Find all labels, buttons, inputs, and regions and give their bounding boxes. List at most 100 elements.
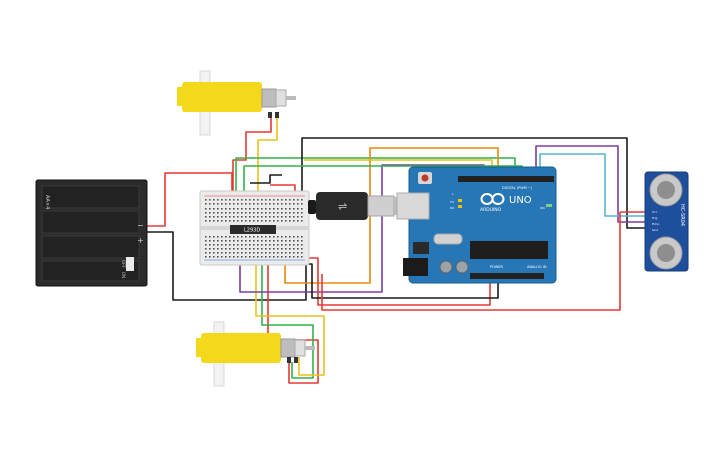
breadboard-hole[interactable] [277,216,279,218]
breadboard-hole[interactable] [233,216,235,218]
breadboard-hole[interactable] [277,203,279,205]
l293d-chip[interactable] [230,225,276,234]
breadboard-hole[interactable] [257,208,259,210]
breadboard-hole[interactable] [233,244,235,246]
breadboard-hole[interactable] [285,236,287,238]
breadboard-hole[interactable] [285,208,287,210]
breadboard-hole[interactable] [285,240,287,242]
breadboard-hole[interactable] [245,248,247,250]
breadboard-hole[interactable] [253,220,255,222]
breadboard-hole[interactable] [297,236,299,238]
breadboard-hole[interactable] [213,252,215,254]
breadboard-hole[interactable] [265,248,267,250]
breadboard-hole[interactable] [205,248,207,250]
breadboard-hole[interactable] [217,256,219,258]
wire-red-battery[interactable] [140,172,233,227]
breadboard-hole[interactable] [237,248,239,250]
breadboard-hole[interactable] [269,256,271,258]
breadboard-hole[interactable] [269,203,271,205]
breadboard-hole[interactable] [281,252,283,254]
breadboard-hole[interactable] [293,216,295,218]
wire-red-motor-bottom[interactable] [267,262,319,384]
breadboard-hole[interactable] [241,220,243,222]
breadboard-hole[interactable] [301,208,303,210]
breadboard-hole[interactable] [277,248,279,250]
breadboard-hole[interactable] [229,236,231,238]
breadboard-hole[interactable] [241,199,243,201]
breadboard-hole[interactable] [257,203,259,205]
breadboard-hole[interactable] [285,199,287,201]
breadboard-hole[interactable] [213,208,215,210]
ultrasonic-sensor[interactable]: HC-SR04 Vcc Trig Echo Gnd [644,171,689,272]
breadboard-hole[interactable] [253,252,255,254]
breadboard[interactable]: L293D [199,190,310,266]
breadboard-hole[interactable] [273,199,275,201]
breadboard-hole[interactable] [209,220,211,222]
breadboard-hole[interactable] [213,216,215,218]
wire-red-motor-top[interactable] [232,117,272,200]
breadboard-hole[interactable] [225,236,227,238]
breadboard-hole[interactable] [253,212,255,214]
breadboard-hole[interactable] [257,236,259,238]
breadboard-hole[interactable] [205,252,207,254]
breadboard-hole[interactable] [281,203,283,205]
breadboard-hole[interactable] [245,203,247,205]
breadboard-hole[interactable] [217,248,219,250]
breadboard-hole[interactable] [237,203,239,205]
breadboard-hole[interactable] [249,236,251,238]
breadboard-hole[interactable] [297,212,299,214]
breadboard-hole[interactable] [297,203,299,205]
breadboard-hole[interactable] [241,252,243,254]
breadboard-hole[interactable] [261,220,263,222]
breadboard-hole[interactable] [293,248,295,250]
breadboard-hole[interactable] [225,256,227,258]
breadboard-hole[interactable] [209,212,211,214]
breadboard-hole[interactable] [289,236,291,238]
breadboard-hole[interactable] [245,208,247,210]
breadboard-hole[interactable] [245,212,247,214]
breadboard-hole[interactable] [285,203,287,205]
breadboard-hole[interactable] [221,220,223,222]
wire-black-mid[interactable] [250,174,282,184]
breadboard-hole[interactable] [249,212,251,214]
breadboard-hole[interactable] [297,208,299,210]
breadboard-hole[interactable] [261,236,263,238]
breadboard-hole[interactable] [217,199,219,201]
breadboard-hole[interactable] [261,216,263,218]
breadboard-hole[interactable] [273,208,275,210]
breadboard-hole[interactable] [269,212,271,214]
breadboard-hole[interactable] [245,240,247,242]
breadboard-hole[interactable] [225,248,227,250]
breadboard-hole[interactable] [225,203,227,205]
breadboard-hole[interactable] [249,208,251,210]
breadboard-hole[interactable] [233,220,235,222]
breadboard-hole[interactable] [277,199,279,201]
breadboard-hole[interactable] [233,240,235,242]
breadboard-hole[interactable] [245,216,247,218]
breadboard-hole[interactable] [213,244,215,246]
breadboard-hole[interactable] [273,256,275,258]
breadboard-hole[interactable] [241,256,243,258]
breadboard-hole[interactable] [229,203,231,205]
breadboard-hole[interactable] [277,236,279,238]
breadboard-hole[interactable] [261,248,263,250]
breadboard-hole[interactable] [221,240,223,242]
breadboard-hole[interactable] [289,252,291,254]
breadboard-hole[interactable] [301,212,303,214]
breadboard-hole[interactable] [217,212,219,214]
breadboard-hole[interactable] [233,203,235,205]
breadboard-hole[interactable] [205,220,207,222]
breadboard-hole[interactable] [213,248,215,250]
breadboard-hole[interactable] [281,216,283,218]
breadboard-hole[interactable] [225,216,227,218]
breadboard-hole[interactable] [213,203,215,205]
battery-switch[interactable] [126,257,134,271]
breadboard-hole[interactable] [217,208,219,210]
breadboard-hole[interactable] [265,199,267,201]
breadboard-hole[interactable] [205,240,207,242]
breadboard-hole[interactable] [225,199,227,201]
breadboard-hole[interactable] [265,252,267,254]
breadboard-hole[interactable] [273,236,275,238]
breadboard-hole[interactable] [273,240,275,242]
breadboard-hole[interactable] [269,236,271,238]
